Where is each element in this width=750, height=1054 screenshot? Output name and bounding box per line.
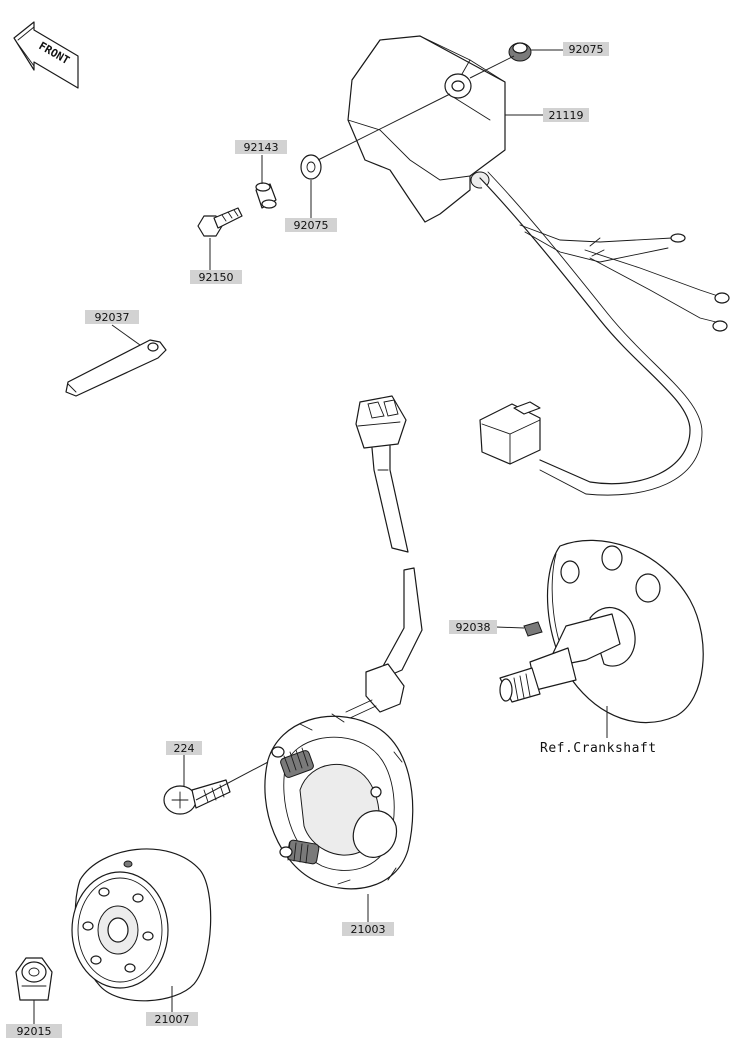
part-number-text: 92075 bbox=[294, 219, 329, 232]
part-number-text: 224 bbox=[174, 742, 195, 755]
part-label-92075-lower: 92075 bbox=[285, 218, 337, 232]
grommet-92075-lower bbox=[300, 154, 322, 180]
stator-21003 bbox=[264, 713, 414, 890]
part-number-text: 21003 bbox=[351, 923, 386, 936]
leader-lines bbox=[33, 49, 608, 1024]
crankshaft-reference-label: Ref.Crankshaft bbox=[540, 741, 657, 756]
part-number-text: 92075 bbox=[569, 43, 604, 56]
part-label-21007: 21007 bbox=[146, 1012, 198, 1026]
stator-wire-harness bbox=[345, 395, 423, 719]
part-label-92143: 92143 bbox=[235, 140, 287, 154]
part-label-92075-upper: 92075 bbox=[563, 42, 609, 56]
part-label-92038: 92038 bbox=[449, 620, 497, 634]
part-number-text: 92150 bbox=[199, 271, 234, 284]
part-number-text: 92015 bbox=[17, 1025, 52, 1038]
part-label-21003: 21003 bbox=[342, 922, 394, 936]
part-label-92150: 92150 bbox=[190, 270, 242, 284]
crankshaft-reference bbox=[499, 539, 704, 724]
part-label-92015: 92015 bbox=[6, 1024, 62, 1038]
screw-224 bbox=[163, 779, 231, 815]
flywheel-21007 bbox=[71, 848, 212, 1002]
nut-92015 bbox=[15, 957, 53, 1001]
part-label-92037: 92037 bbox=[85, 310, 139, 324]
collar-92143 bbox=[255, 182, 277, 209]
front-arrow-marker: FRONT bbox=[13, 21, 79, 89]
bolt-92150 bbox=[197, 207, 243, 237]
part-label-224: 224 bbox=[166, 741, 202, 755]
part-number-text: 92038 bbox=[456, 621, 491, 634]
ground-strap-92037 bbox=[65, 339, 167, 397]
part-number-text: 92037 bbox=[95, 311, 130, 324]
part-number-text: 92143 bbox=[244, 141, 279, 154]
cdi-wire-harness bbox=[479, 171, 730, 496]
part-number-text: 21119 bbox=[549, 109, 584, 122]
part-number-text: 21007 bbox=[155, 1013, 190, 1026]
part-label-21119: 21119 bbox=[543, 108, 589, 122]
cdi-unit bbox=[347, 35, 506, 223]
grommet-92075-upper bbox=[508, 42, 532, 62]
